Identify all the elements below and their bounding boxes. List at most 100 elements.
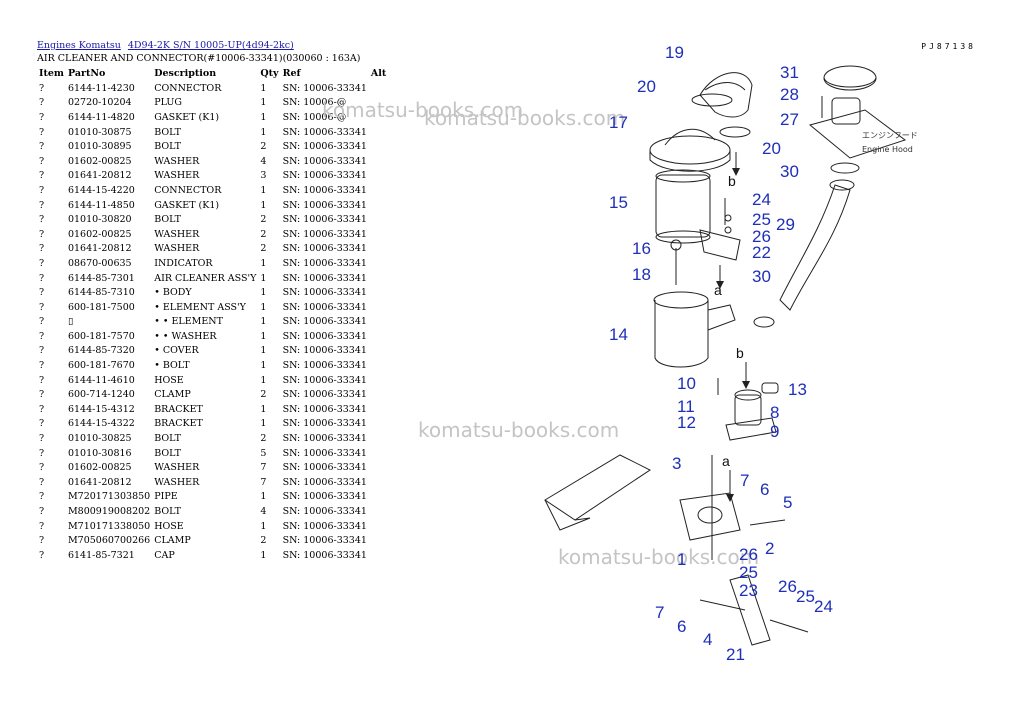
cell-ref: SN: 10006-33341 (282, 418, 367, 430)
cell-qty: 1 (260, 491, 267, 503)
cell-qty: 1 (260, 360, 267, 372)
cell-ref: SN: 10006-33341 (282, 447, 367, 459)
cell-ref: SN: 10006-33341 (282, 228, 367, 240)
connection-letter: b (728, 173, 736, 189)
cell-partno: 6141-85-7321 (67, 549, 135, 561)
cell-item: ? (39, 433, 45, 445)
cell-item: ? (39, 228, 45, 240)
callout-number: 20 (637, 77, 656, 96)
gasket-ring (691, 93, 733, 107)
cell-item: ? (39, 170, 45, 182)
cell-qty: 1 (260, 272, 267, 284)
cell-partno: 02720-10204 (67, 97, 132, 109)
cell-qty: 2 (260, 228, 267, 240)
cell-ref: SN: 10006-33341 (282, 360, 367, 372)
cell-qty: 2 (260, 389, 267, 401)
cell-item: ? (39, 360, 45, 372)
cell-item: ? (39, 243, 45, 255)
cell-description: WASHER (154, 170, 200, 182)
callout-number: 18 (632, 265, 651, 284)
cell-partno: 01010-30875 (67, 126, 132, 138)
cell-ref: SN: 10006-33341 (282, 549, 367, 561)
cell-qty: 1 (260, 82, 267, 94)
callout-number: 6 (677, 617, 686, 636)
cell-qty: 3 (260, 170, 267, 182)
table-header-row: Item PartNo Description Qty Ref Alt (37, 66, 393, 81)
callout-number: 5 (783, 493, 792, 512)
cell-qty: 1 (260, 199, 267, 211)
callout-number: 30 (752, 267, 771, 286)
cell-qty: 1 (260, 403, 267, 415)
cell-partno: 600-181-7500 (67, 301, 135, 313)
cell-partno: 08670-00635 (67, 257, 132, 269)
cell-item: ? (39, 287, 45, 299)
cell-ref: SN: 10006-33341 (282, 287, 367, 299)
breadcrumb-link-model[interactable]: 4D94-2K S/N 10005-UP(4d94-2kc) (127, 40, 294, 51)
cell-ref: SN: 10006-33341 (282, 155, 367, 167)
cell-item: ? (39, 506, 45, 518)
callout-number: 20 (762, 139, 781, 158)
cell-description: BOLT (154, 506, 182, 518)
cell-partno: 01010-30820 (67, 214, 132, 226)
cell-qty: 1 (260, 520, 267, 532)
callout-number: 19 (665, 43, 684, 62)
cell-partno: 6144-85-7310 (67, 287, 135, 299)
cell-ref: SN: 10006-33341 (282, 389, 367, 401)
cell-item: ? (39, 214, 45, 226)
callout-number: 3 (672, 454, 681, 473)
cell-partno: 600-181-7570 (67, 330, 135, 342)
callout-number: 21 (726, 645, 745, 664)
callout-number: 16 (632, 239, 651, 258)
cell-ref: SN: 10006-33341 (282, 374, 367, 386)
cell-item: ? (39, 462, 45, 474)
connector-lower (679, 492, 741, 541)
cell-description: WASHER (154, 476, 200, 488)
cell-ref: SN: 10006-33341 (282, 506, 367, 518)
cell-description: CONNECTOR (154, 184, 222, 196)
cell-ref: SN: 10006-33341 (282, 345, 367, 357)
cell-description: BOLT (154, 447, 182, 459)
cell-description: BOLT (154, 214, 182, 226)
cell-ref: SN: 10006-33341 (282, 141, 367, 153)
cell-description: GASKET (K1) (154, 111, 220, 123)
cell-description: PIPE (154, 491, 178, 503)
cell-item: ? (39, 155, 45, 167)
cell-item: ? (39, 330, 45, 342)
cell-qty: 1 (260, 126, 267, 138)
cell-partno: 6144-11-4820 (67, 111, 135, 123)
callout-number: 29 (776, 215, 795, 234)
callout-number: 25 (796, 587, 815, 606)
watermark: komatsu-books.com (424, 106, 626, 130)
breadcrumb-link-engines[interactable]: Engines Komatsu (37, 40, 121, 51)
cell-qty: 1 (260, 330, 267, 342)
callout-number: 31 (780, 63, 799, 82)
cell-partno: 01602-00825 (67, 228, 132, 240)
cell-ref: SN: 10006-33341 (282, 214, 367, 226)
callout-number: 26 (778, 577, 797, 596)
cell-item: ? (39, 257, 45, 269)
cell-ref: SN: 10006-33341 (282, 403, 367, 415)
cell-item: ? (39, 491, 45, 503)
cell-item: ? (39, 520, 45, 532)
cell-ref: SN: 10006-33341 (282, 243, 367, 255)
cell-description: HOSE (154, 520, 184, 532)
cleaner-body (654, 300, 709, 368)
note-japanese: エンジンフード (862, 131, 918, 140)
